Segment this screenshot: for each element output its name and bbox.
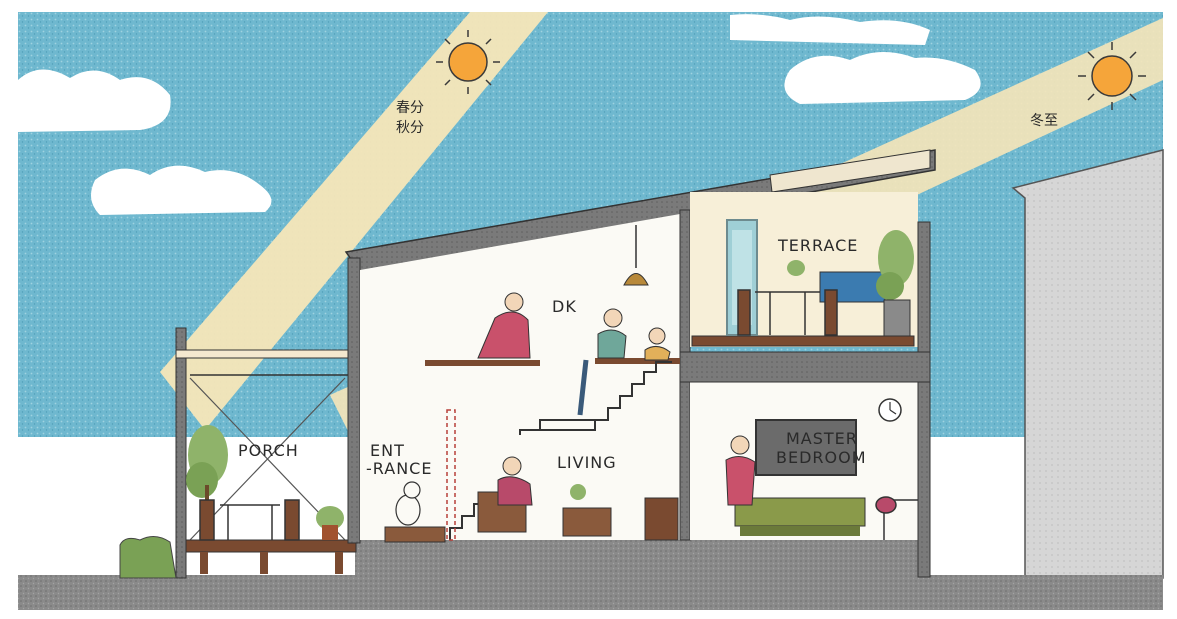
neighbor-building (1011, 149, 1164, 579)
cloud-left-top (18, 69, 171, 132)
porch-frame (175, 327, 357, 579)
clouds (18, 14, 981, 215)
room-label-dk: DK (552, 297, 577, 316)
terrace-table-set (737, 289, 838, 336)
equinox-label-line1: 春分 (396, 100, 424, 116)
room-label-entrance-line1: ENT (370, 441, 405, 460)
bedroom-painting (755, 419, 857, 476)
living-cabinet (644, 497, 679, 541)
equinox-sunbeam (160, 12, 548, 430)
dk-person-cooking (477, 292, 531, 359)
bedroom-desk (875, 496, 918, 540)
cloud-right-middle (784, 51, 981, 104)
bedroom-person (725, 435, 756, 506)
clock-icon (878, 398, 902, 422)
entrance-door-outline (446, 409, 456, 541)
pendant-lamp-icon (623, 225, 649, 286)
foundation-slab (355, 540, 930, 578)
winter-solstice-label: 冬至 (1030, 113, 1058, 129)
room-label-master-line2: BEDROOM (776, 448, 867, 467)
room-label-master-line1: MASTER (786, 429, 858, 448)
dk-child (644, 327, 671, 361)
terrace-plant (876, 230, 914, 337)
cat-icon (395, 481, 421, 526)
equinox-label-line2: 秋分 (396, 120, 424, 136)
room-label-terrace: TERRACE (777, 236, 858, 255)
room-label-entrance-line2: -RANCE (366, 459, 432, 478)
terrace-small-plant (787, 260, 805, 276)
sun-icon (1078, 42, 1146, 110)
sun-icon (436, 30, 500, 94)
dk-person-standing (577, 308, 627, 416)
cloud-right-top (730, 14, 930, 45)
porch-plant (316, 506, 344, 540)
room-label-porch: PORCH (238, 441, 299, 460)
staircase (449, 361, 672, 540)
living-person-reading (477, 456, 533, 533)
cloud-left-middle (91, 165, 272, 215)
ground (18, 575, 1163, 610)
hedge (119, 536, 177, 579)
room-label-living: LIVING (557, 453, 617, 472)
living-side-table (562, 484, 612, 537)
bedroom-bed (734, 497, 866, 536)
porch-table-set (199, 499, 300, 541)
